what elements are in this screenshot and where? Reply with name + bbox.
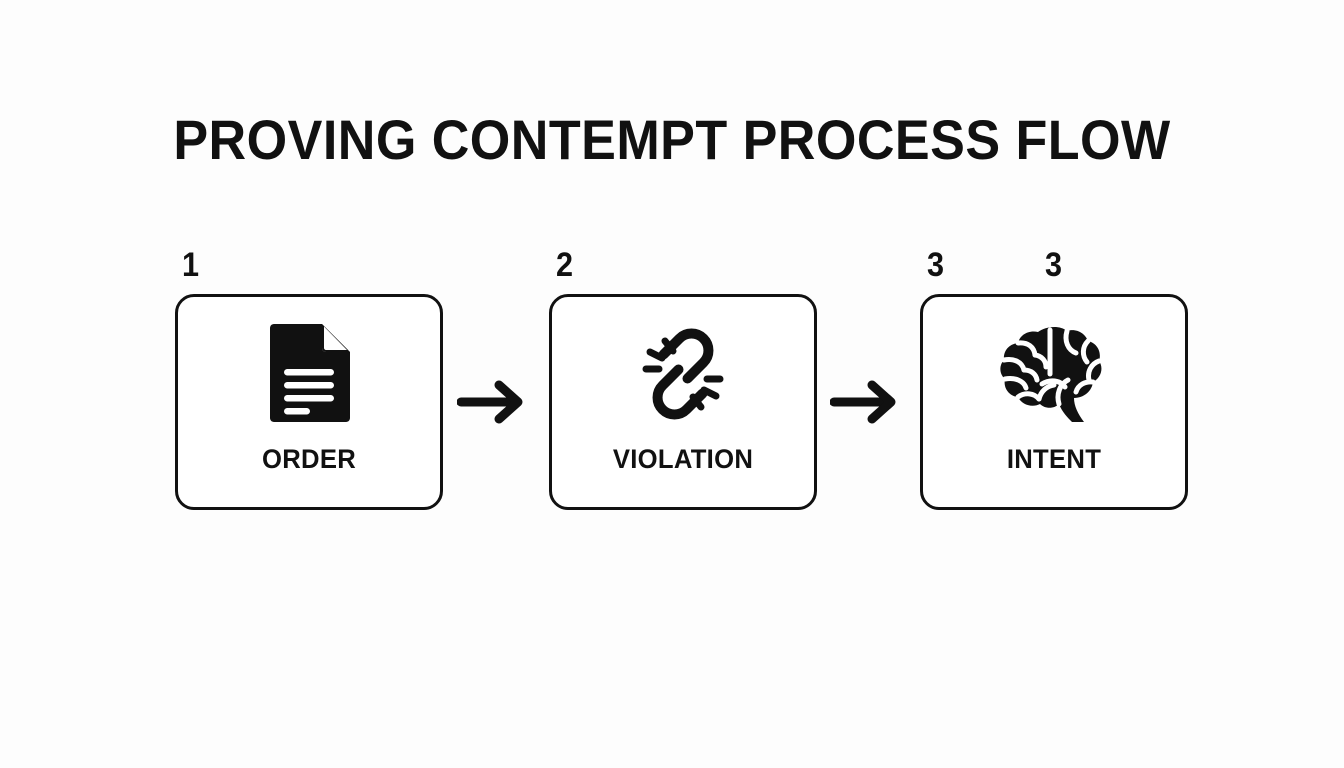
step-card-intent[interactable]: INTENT (920, 294, 1188, 510)
step-card-order[interactable]: ORDER (175, 294, 443, 510)
document-icon (178, 321, 440, 427)
arrow-right-icon (829, 374, 902, 430)
process-flow-diagram: 1 ORDER (0, 246, 1344, 526)
step-card-violation[interactable]: VIOLATION (549, 294, 817, 510)
process-step-violation[interactable]: 2 (549, 248, 817, 510)
arrow-right-icon (456, 374, 529, 430)
brain-icon (923, 321, 1185, 427)
broken-chain-icon (552, 321, 814, 427)
page-title: PROVING CONTEMPT PROCESS FLOW (173, 108, 1171, 171)
step-number-3-duplicate: 3 (1044, 246, 1062, 284)
step-label-intent: INTENT (1006, 444, 1102, 474)
process-step-order[interactable]: 1 ORDER (175, 248, 443, 510)
step-number-3: 3 (927, 246, 945, 284)
step-label-violation: VIOLATION (612, 444, 754, 474)
step-label-order: ORDER (261, 444, 357, 474)
process-step-intent[interactable]: 3 3 (920, 248, 1188, 510)
step-number-2: 2 (556, 246, 574, 284)
step-number-1: 1 (182, 246, 200, 284)
